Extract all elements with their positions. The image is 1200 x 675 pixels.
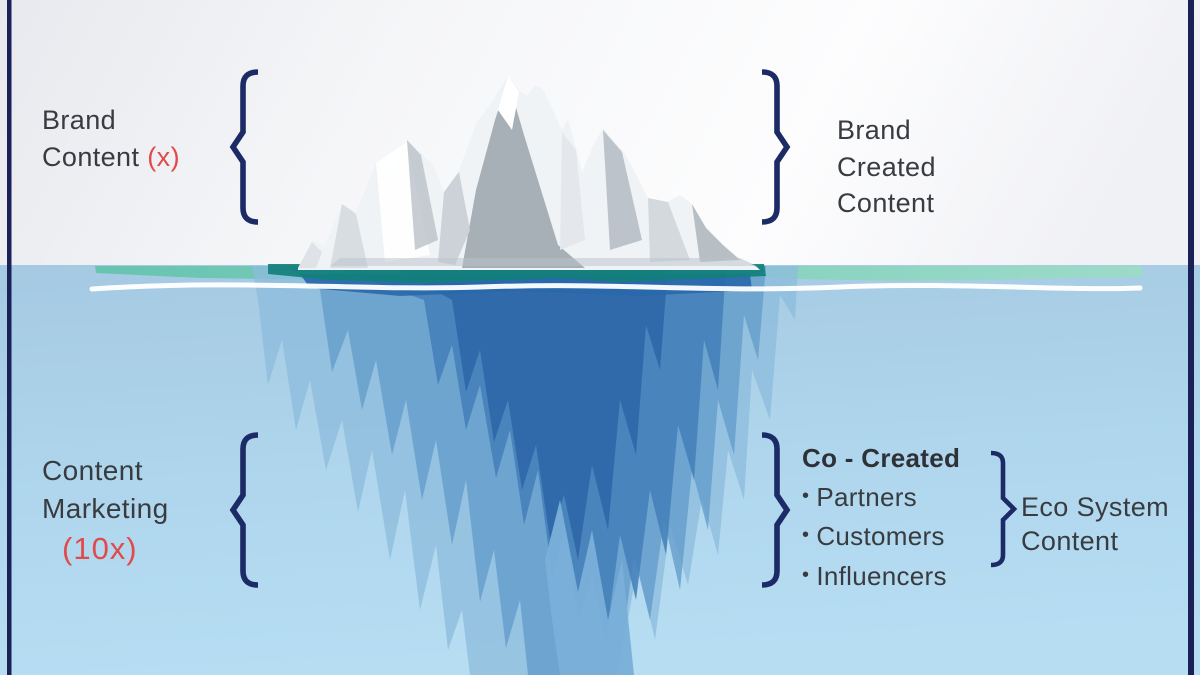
bullet-icon: •: [802, 485, 810, 507]
eco-system-content-label: Eco System Content: [1021, 490, 1169, 558]
left-border: [7, 0, 12, 675]
content-marketing-line1: Content: [42, 455, 143, 486]
co-created-block: Co - Created • Partners • Customers • In…: [802, 443, 960, 597]
brand-content-line2: Content (x): [42, 142, 180, 172]
left-top-brace-icon: [229, 69, 259, 225]
iceberg-above-water: [298, 76, 760, 270]
bullet-icon: •: [802, 563, 810, 586]
brand-created-line2: Created: [837, 151, 936, 182]
waterline-wave: [89, 282, 1143, 292]
right-border: [1188, 0, 1194, 675]
eco-line1: Eco System: [1021, 492, 1170, 522]
iceberg-underwater: [252, 264, 798, 675]
eco-line2: Content: [1021, 526, 1119, 556]
right-bottom-brace-icon: [761, 432, 791, 588]
brand-content-line1: Brand: [42, 105, 117, 135]
content-marketing-multiplier: (10x): [62, 531, 138, 566]
co-created-item-partners: • Partners: [802, 479, 960, 518]
brand-content-label: Brand Content (x): [42, 102, 180, 176]
left-bottom-brace-icon: [229, 432, 259, 588]
bullet-icon: •: [802, 524, 810, 547]
eco-brace-icon: [990, 450, 1018, 568]
co-created-title: Co - Created: [802, 443, 961, 473]
content-marketing-line2: Marketing: [42, 493, 169, 524]
content-marketing-label: Content Marketing: [42, 452, 169, 528]
brand-content-multiplier: (x): [147, 142, 180, 172]
co-created-item-influencers: • Influencers: [802, 558, 960, 597]
brand-created-content-label: Brand Created Content: [837, 112, 936, 222]
right-top-brace-icon: [761, 69, 791, 225]
brand-created-line3: Content: [837, 188, 935, 218]
co-created-item-customers: • Customers: [802, 518, 960, 557]
brand-created-line1: Brand: [837, 115, 912, 145]
